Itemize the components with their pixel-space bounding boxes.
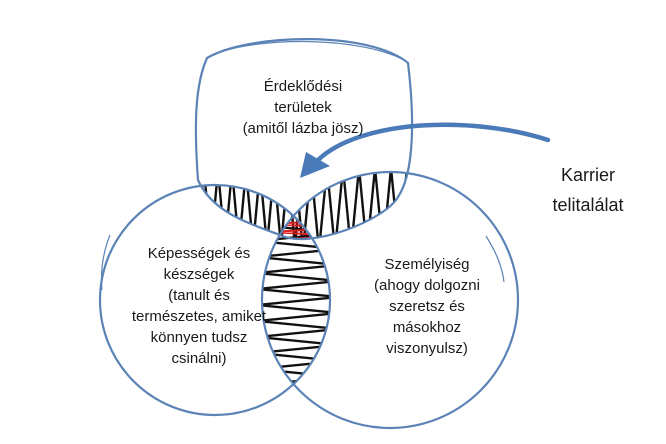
hatch-interests-abilities — [195, 185, 318, 240]
personality-line-1: Személyiség — [384, 256, 470, 273]
interests-line-2: területek — [274, 99, 332, 116]
career-hit-line-1: Karrier — [560, 165, 615, 185]
abilities-line-2: készségek — [163, 266, 235, 283]
abilities-line-4: természetes, amiket — [131, 308, 267, 325]
interests-label: Érdeklődési területek (amitől lázba jösz… — [218, 76, 388, 139]
personality-line-4: másokhoz — [392, 319, 462, 336]
arrow-head-icon — [300, 152, 330, 178]
circle-interests-sketch — [213, 40, 405, 61]
interests-line-1: Érdeklődési — [263, 78, 343, 95]
personality-line-5: viszonyulsz) — [386, 340, 468, 357]
abilities-label: Képességek és készségek (tanult és termé… — [104, 243, 294, 369]
abilities-line-3: (tanult és — [168, 287, 230, 304]
career-hit-label: Karrier telitalálat — [528, 160, 648, 220]
personality-line-3: szeretsz és — [389, 298, 465, 315]
circle-personality — [260, 170, 520, 430]
personality-line-2: (ahogy dolgozni — [374, 277, 480, 294]
circle-abilities-sketch — [100, 234, 111, 291]
abilities-line-5: könnyen tudsz — [150, 329, 248, 346]
curved-arrow-icon — [315, 122, 551, 163]
circle-interests — [194, 38, 414, 241]
interests-line-3: (amitől lázba jösz) — [242, 120, 364, 137]
circle-abilities — [98, 183, 332, 417]
personality-label: Személyiség (ahogy dolgozni szeretsz és … — [342, 254, 512, 359]
circle-personality-sketch — [485, 235, 505, 283]
abilities-line-1: Képességek és — [147, 245, 251, 262]
career-hit-line-2: telitalálat — [552, 195, 624, 215]
abilities-line-6: csinálni) — [171, 350, 227, 367]
